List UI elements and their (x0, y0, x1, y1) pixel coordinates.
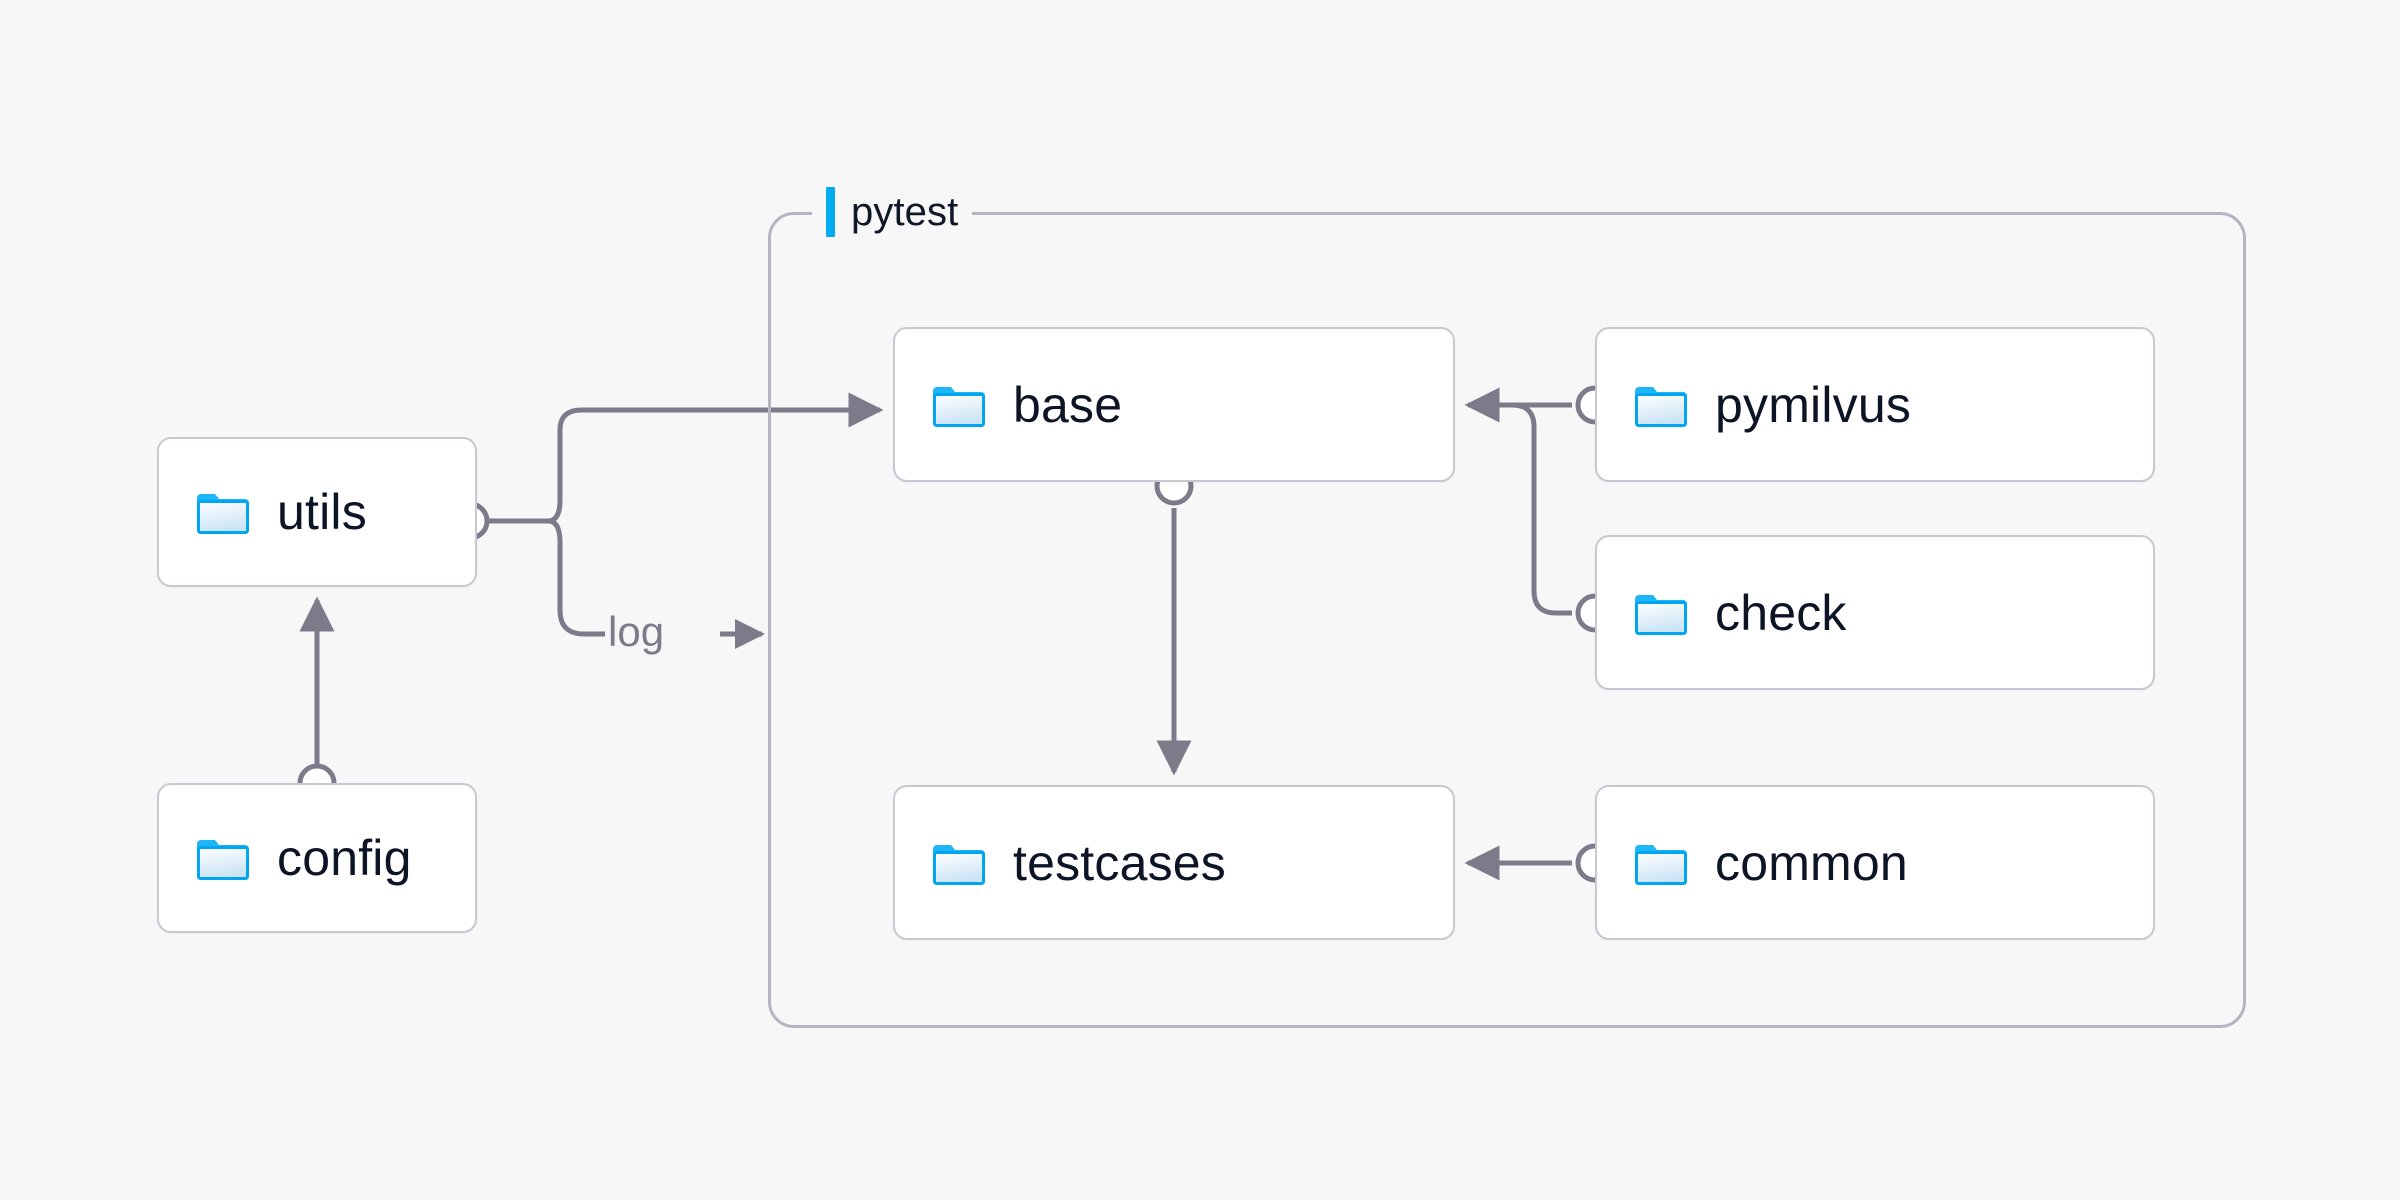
node-testcases[interactable]: testcases (893, 785, 1455, 940)
node-label: check (1715, 584, 1847, 641)
node-label: pymilvus (1715, 376, 1912, 433)
node-base[interactable]: base (893, 327, 1455, 482)
node-label: base (1013, 376, 1123, 433)
folder-icon (1635, 844, 1687, 885)
accent-bar-icon (826, 187, 835, 237)
node-label: utils (277, 484, 367, 540)
folder-icon (1635, 594, 1687, 635)
node-content: pymilvus (1597, 376, 1911, 434)
node-config[interactable]: config (157, 783, 477, 933)
node-common[interactable]: common (1595, 785, 2155, 940)
node-content: testcases (895, 834, 1226, 892)
node-content: config (159, 829, 412, 887)
edge-utils-log (547, 518, 605, 637)
folder-icon (933, 844, 985, 885)
folder-icon (933, 386, 985, 427)
node-check[interactable]: check (1595, 535, 2155, 690)
folder-icon (1635, 386, 1687, 427)
node-content: common (1597, 834, 1908, 892)
node-label: config (277, 830, 412, 886)
folder-icon (197, 840, 249, 880)
node-pymilvus[interactable]: pymilvus (1595, 327, 2155, 482)
group-title: pytest (851, 189, 959, 234)
folder-icon (197, 494, 249, 534)
node-label: common (1715, 834, 1908, 891)
node-content: base (895, 376, 1122, 434)
node-utils[interactable]: utils (157, 437, 477, 587)
node-label: testcases (1013, 834, 1227, 891)
group-pytest[interactable] (768, 212, 2246, 1028)
edge-label-log: log (608, 608, 665, 655)
group-label: pytest (812, 184, 973, 240)
node-content: utils (159, 483, 367, 541)
node-content: check (1597, 584, 1847, 642)
